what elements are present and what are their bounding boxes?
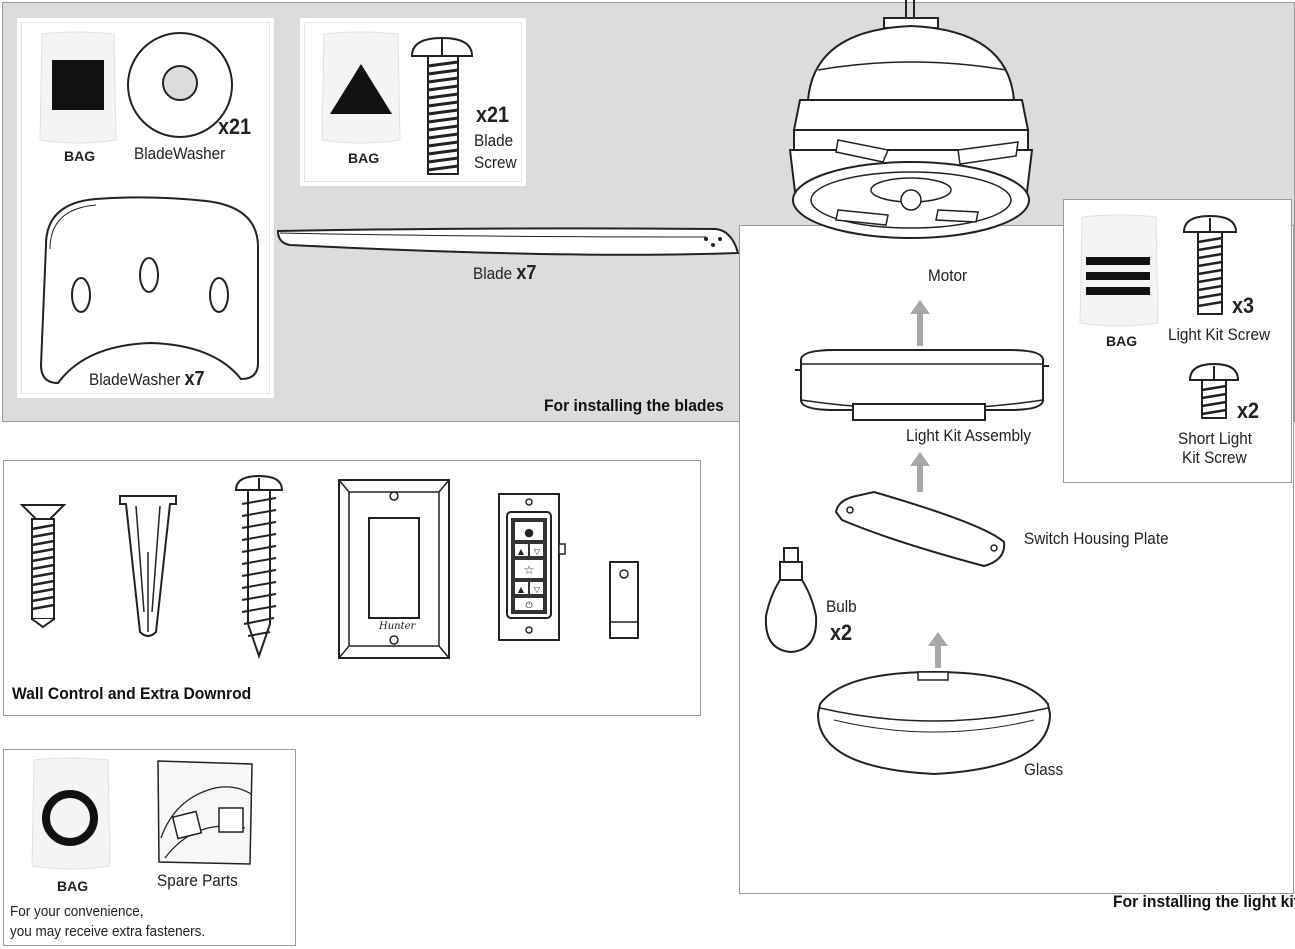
short-light-kit-screw-label-line2: Kit Screw xyxy=(1182,448,1247,467)
bulb-label: Bulb xyxy=(826,597,857,616)
switch-housing-plate-icon xyxy=(834,490,1006,568)
downrod-icon xyxy=(609,561,639,639)
blades-caption: For installing the blades xyxy=(544,396,724,415)
wall-control-caption: Wall Control and Extra Downrod xyxy=(12,684,252,703)
svg-text:●: ● xyxy=(524,526,534,539)
bag-icon xyxy=(1079,214,1159,327)
bulb-icon xyxy=(764,547,818,654)
bag-label: BAG xyxy=(64,148,96,164)
blade-screw-icon xyxy=(410,36,474,175)
spare-note-line2: you may receive extra fasteners. xyxy=(10,923,206,940)
short-light-kit-screw-qty: x2 xyxy=(1237,398,1260,423)
svg-text:▽: ▽ xyxy=(534,547,541,556)
glass-icon xyxy=(816,670,1052,776)
large-blade-washer-label: BladeWasher x7 xyxy=(89,368,205,390)
svg-text:▲: ▲ xyxy=(518,547,525,556)
switch-housing-plate-label: Switch Housing Plate xyxy=(1024,529,1169,548)
bag-label: BAG xyxy=(348,150,380,166)
blade-icon xyxy=(276,227,740,256)
light-kit-screw-label: Light Kit Screw xyxy=(1168,325,1271,344)
motor-label: Motor xyxy=(928,266,968,285)
bag-icon xyxy=(31,757,111,870)
svg-text:▽: ▽ xyxy=(534,585,541,594)
arrow-up-icon xyxy=(910,300,930,346)
arrow-up-icon xyxy=(928,632,948,668)
spare-note-line1: For your convenience, xyxy=(10,903,144,920)
light-kit-assembly-label: Light Kit Assembly xyxy=(906,426,1032,445)
svg-text:⏻: ⏻ xyxy=(525,600,532,611)
light-kit-screw-icon xyxy=(1182,214,1238,315)
large-blade-washer-icon xyxy=(39,196,259,385)
blade-screw-qty: x21 xyxy=(476,102,510,127)
short-light-kit-screw-label-line1: Short Light xyxy=(1178,429,1253,448)
hunter-logo: Hunter xyxy=(379,621,416,632)
wall-control-icon: ● ▲ ▽ ☆ ▲ ▽ ⏻ xyxy=(498,493,566,641)
svg-text:▲: ▲ xyxy=(518,585,525,594)
blade-label: Blade x7 xyxy=(473,262,537,284)
motor-icon xyxy=(788,0,1034,239)
light-kit-screw-qty: x3 xyxy=(1232,293,1255,318)
blade-washer-icon xyxy=(127,32,233,138)
bag-icon xyxy=(321,31,401,144)
wall-plate-icon xyxy=(338,479,450,659)
glass-label: Glass xyxy=(1024,760,1064,779)
wall-anchor-icon xyxy=(119,495,177,637)
wood-screw-icon xyxy=(19,504,67,629)
blade-screw-label-line2: Screw xyxy=(474,153,517,172)
blade-washer-label: BladeWasher xyxy=(134,144,226,163)
arrow-up-icon xyxy=(910,452,930,492)
bag-label: BAG xyxy=(57,878,89,894)
light-kit-assembly-icon xyxy=(795,349,1049,421)
bag-label: BAG xyxy=(1106,333,1138,349)
bag-icon xyxy=(39,31,117,144)
blade-screw-label-line1: Blade xyxy=(474,131,514,150)
bulb-qty: x2 xyxy=(830,620,853,645)
anchor-screw-icon xyxy=(234,474,284,660)
light-kit-caption: For installing the light kit xyxy=(1113,892,1295,911)
spare-parts-icon xyxy=(157,760,253,865)
svg-text:☆: ☆ xyxy=(524,563,535,577)
spare-parts-label: Spare Parts xyxy=(157,871,238,890)
blade-washer-qty: x21 xyxy=(218,114,252,139)
short-light-kit-screw-icon xyxy=(1188,362,1240,419)
